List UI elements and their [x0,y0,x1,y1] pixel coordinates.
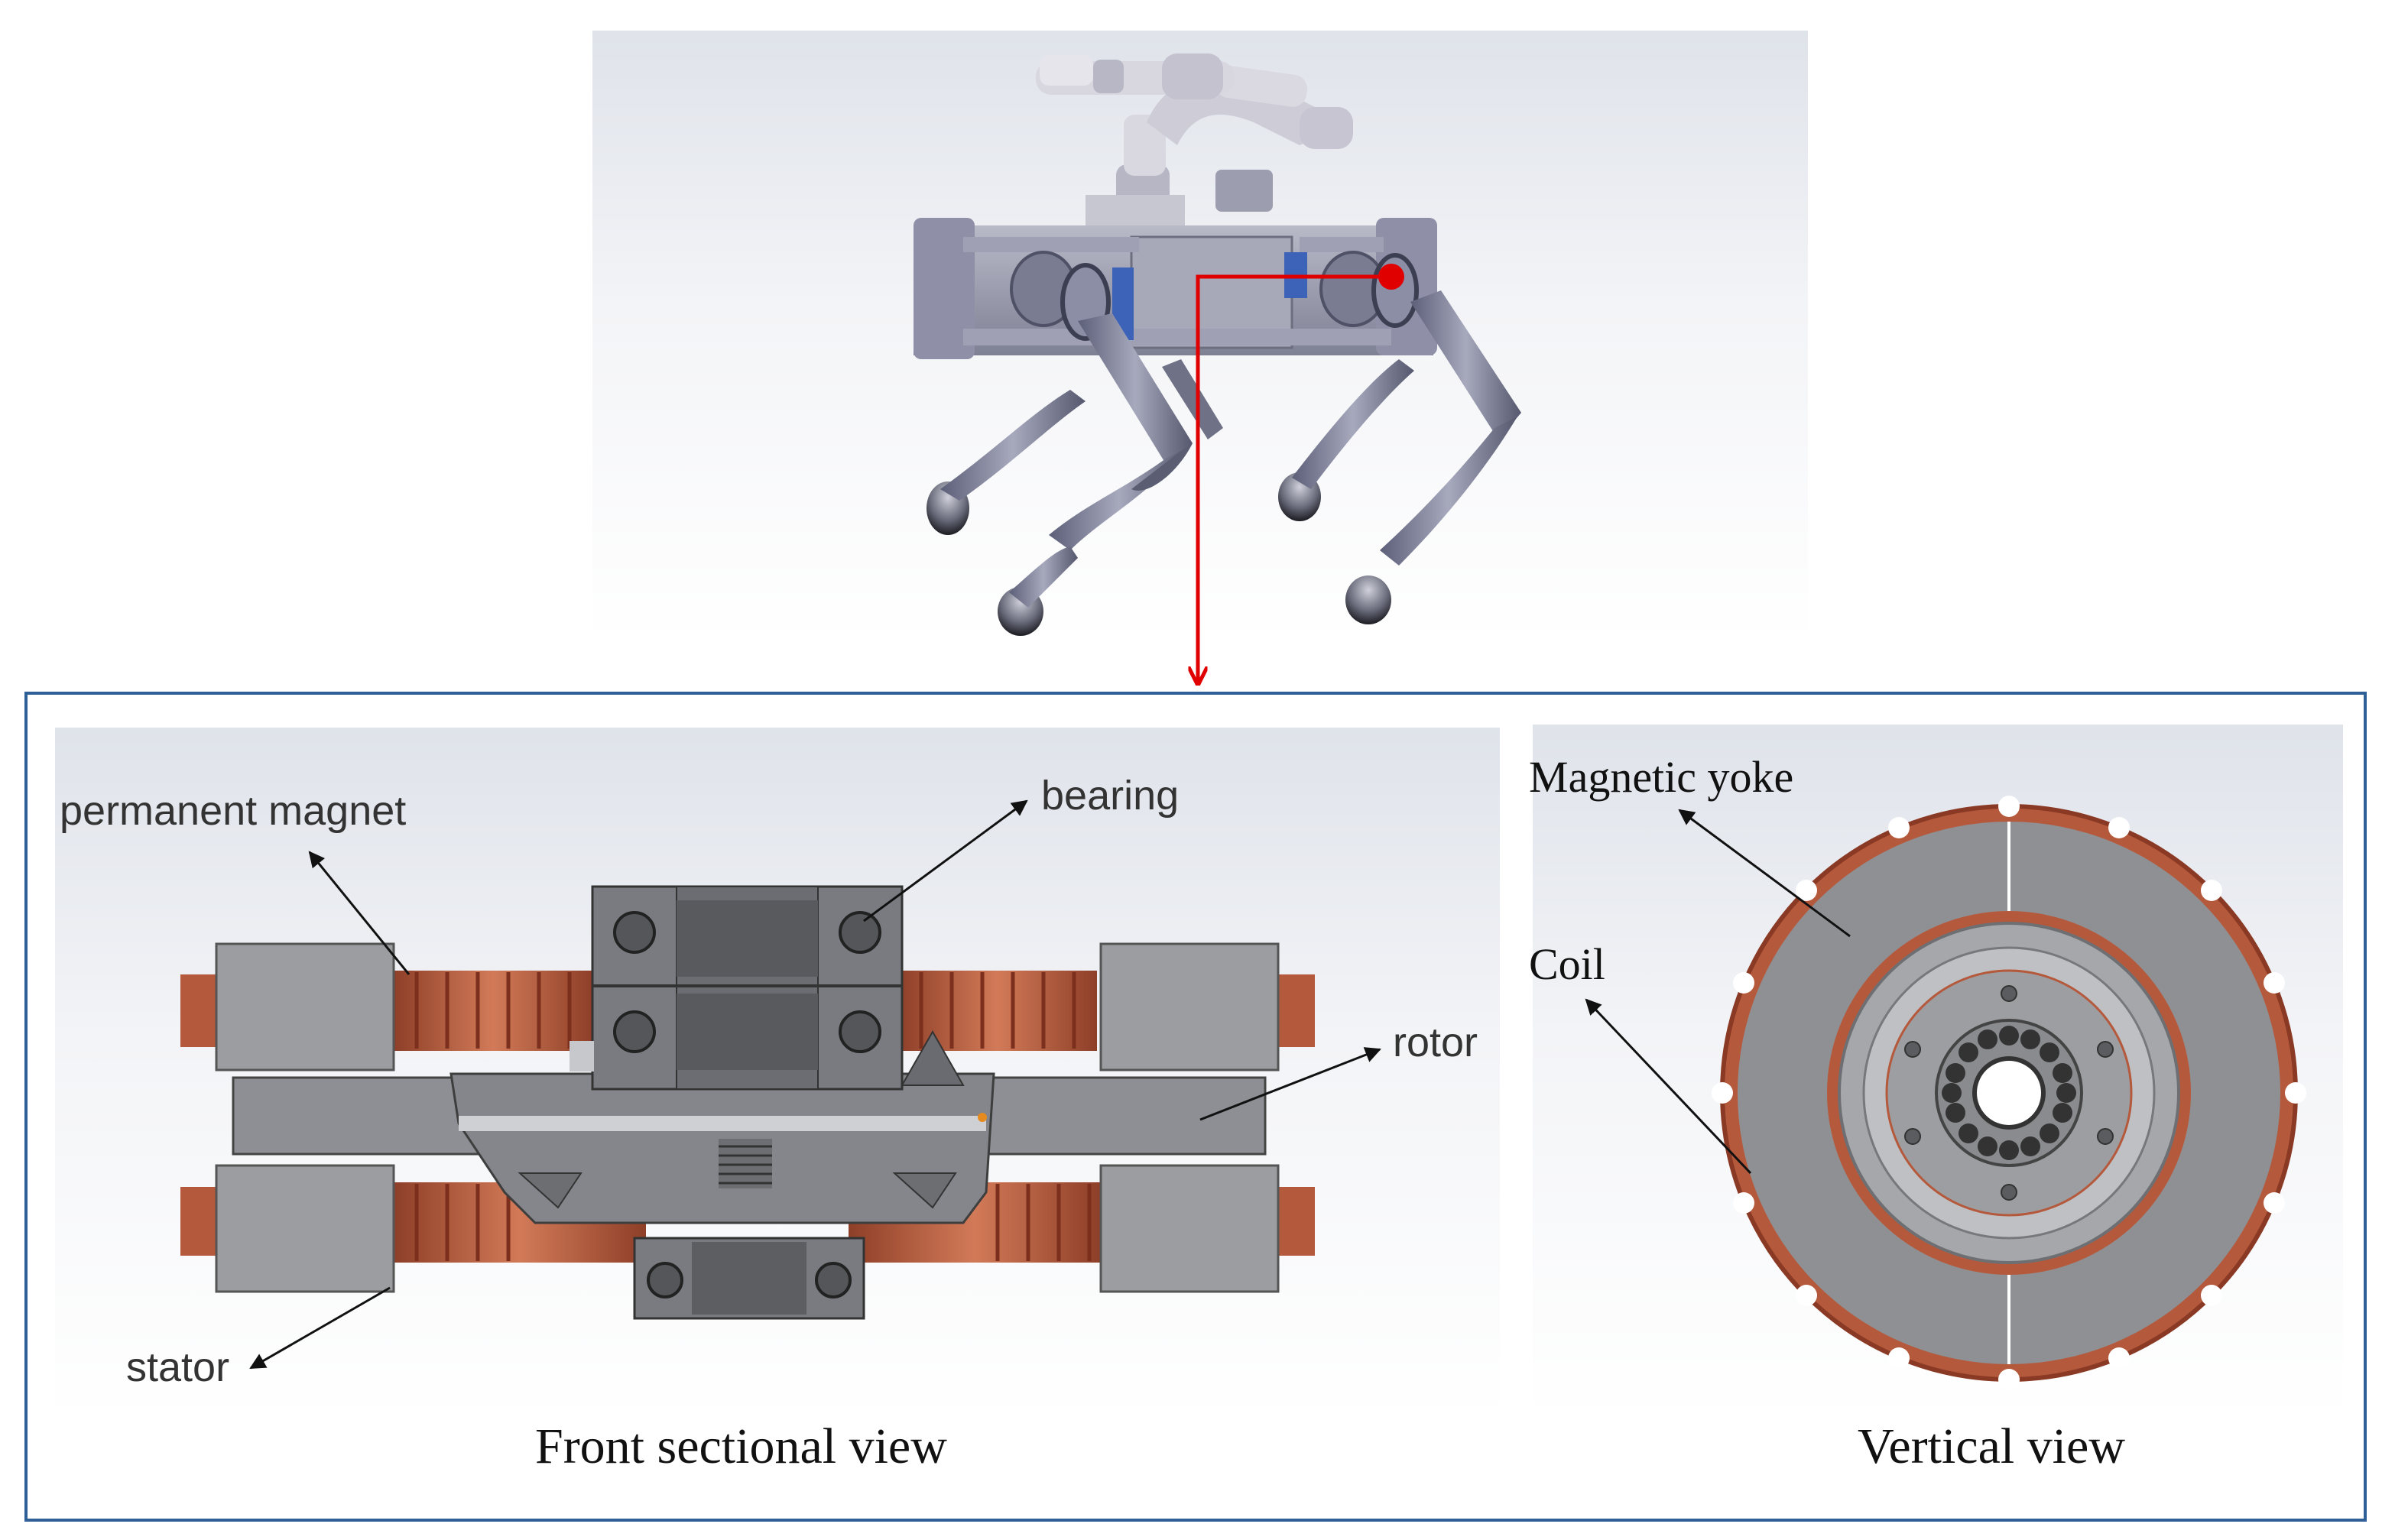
robot-arm [1036,53,1353,218]
robot-dog-illustration [914,53,1521,682]
permanent-magnet-arrow [308,851,411,975]
label-stator: stator [126,1344,230,1390]
bearing-housing-bottom [633,1237,865,1320]
magnet-stripes [414,972,1092,1261]
bearing-housing-top [570,885,904,1091]
robot-legs [927,290,1521,636]
caption-front-sectional-view: Front sectional view [535,1418,947,1474]
label-bearing: bearing [1041,773,1180,819]
bearing-balls [1942,1026,2076,1160]
callout-indicator [1198,264,1404,682]
label-rotor: rotor [1393,1020,1478,1065]
rotor-plate [232,1029,1267,1224]
stator-blocks [215,942,1280,1293]
label-magnetic-yoke: Magnetic yoke [1529,752,1794,802]
robot-body [914,170,1437,359]
bearing-arrow [863,799,1028,922]
coil-arrow [1585,998,1752,1175]
detail-frame [24,692,2367,1522]
front-sectional-drawing [180,885,1315,1320]
leader-arrows [249,799,1851,1370]
label-permanent-magnet: permanent magnet [60,788,407,834]
rotor-arrow [1199,1047,1381,1121]
mounting-bolts [1904,985,2114,1201]
coil-gaps [1712,796,2306,1390]
caption-vertical-view: Vertical view [1858,1418,2126,1474]
label-coil: Coil [1529,939,1605,989]
stator-arrow [249,1286,391,1370]
magnetic-yoke-arrow [1678,809,1851,938]
vertical-view-drawing [1712,796,2306,1390]
